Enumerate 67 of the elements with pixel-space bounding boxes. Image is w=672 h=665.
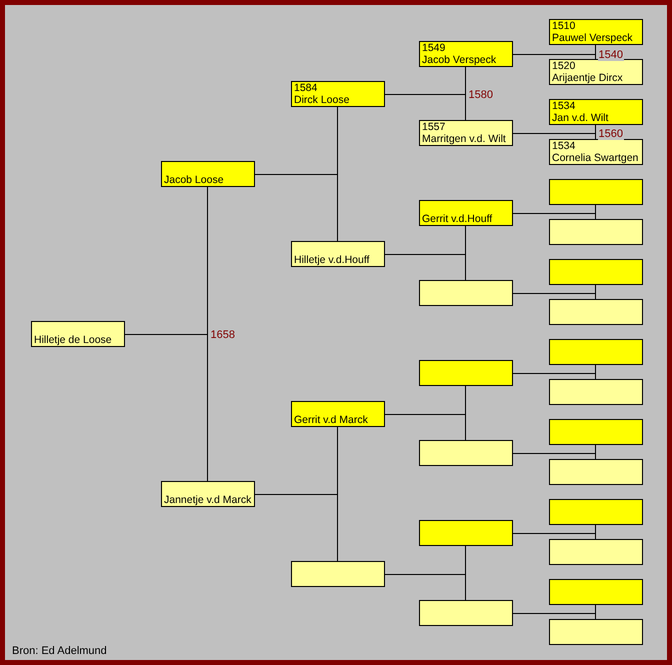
person-box [549,299,643,325]
person-box [549,579,643,605]
name-text: Hilletje v.d.Houff [294,254,370,266]
name-text: Dirck Loose [294,94,350,106]
name-text: Jannetje v.d Marck [164,494,252,506]
person-box [419,280,513,306]
connector-line [384,574,466,600]
person-box [31,321,125,347]
person-box [419,41,513,67]
person-box [549,539,643,565]
connector-line [254,174,338,242]
connector-line [254,494,338,562]
connector-line [512,373,596,380]
person-box [419,200,513,226]
connector-line [512,133,596,140]
person-box [549,419,643,445]
year-text: 1510 [552,20,576,32]
person-box [549,619,643,645]
name-text: Hilletje de Loose [34,334,112,346]
person-box [419,520,513,546]
year-text: 1549 [422,42,446,54]
person-box [549,459,643,485]
person-box [549,59,643,85]
person-box [549,19,643,45]
connector-line [512,54,596,60]
connector-line [384,254,466,280]
person-box [549,499,643,525]
person-box [549,219,643,245]
connector-line [124,334,208,482]
person-box [419,360,513,386]
person-box [549,179,643,205]
person-box [291,401,385,427]
name-text: Pauwel Verspeck [552,32,633,44]
connector-line [512,293,596,300]
name-text: Jan v.d. Wilt [552,112,608,124]
name-text: Jacob Verspeck [422,54,496,66]
year-text: 1557 [422,121,446,133]
person-box [419,440,513,466]
connector-line [384,94,466,120]
name-text: Jacob Loose [164,174,224,186]
year-text: 1534 [552,140,576,152]
year-text: 1534 [552,100,576,112]
person-box [549,99,643,125]
person-box [549,339,643,365]
name-text: Arijaentje Dircx [552,72,623,84]
connector-line [512,613,596,620]
connector-line [384,414,466,440]
year-text: 1584 [294,82,318,94]
connector-line [512,533,596,540]
person-box [291,561,385,587]
person-box [549,139,643,165]
source-note: Bron: Ed Adelmund [12,645,107,658]
year-text: 1520 [552,60,576,72]
name-text: Marritgen v.d. Wilt [422,133,506,145]
connector-line [512,453,596,460]
person-box [549,259,643,285]
person-box [419,120,513,146]
person-box [549,379,643,405]
name-text: Cornelia Swartgen [552,152,638,164]
connector-line [512,213,596,220]
person-box [291,241,385,267]
person-box [161,161,255,187]
name-text: Gerrit v.d Marck [294,414,368,426]
person-box [419,600,513,626]
person-box [161,481,255,507]
name-text: Gerrit v.d.Houff [422,213,492,225]
person-box [291,81,385,107]
